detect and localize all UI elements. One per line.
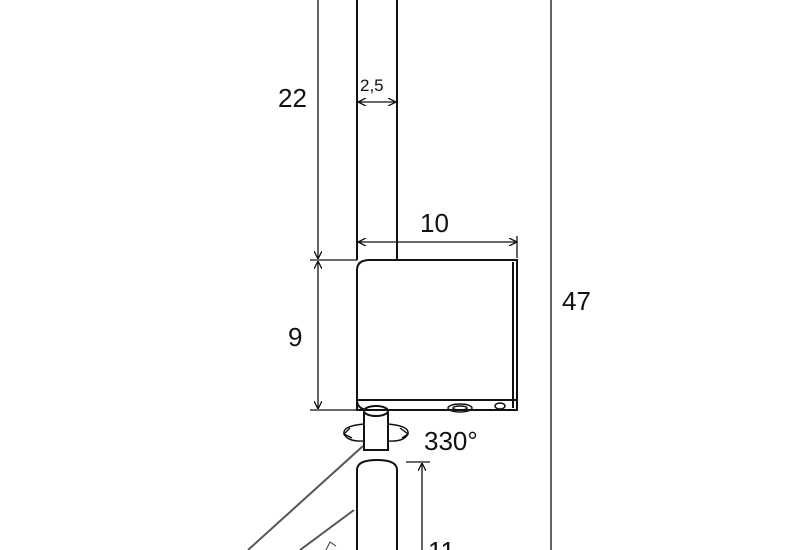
rotation-label: 330° — [424, 426, 478, 456]
head-width-dimension — [359, 236, 518, 258]
tilt-angle-marker — [325, 541, 337, 550]
tilted-rod-outline — [247, 445, 364, 550]
top-rod-length-dimension — [310, 0, 357, 261]
head-height-dimension — [310, 262, 357, 411]
top-rod — [356, 0, 398, 260]
rod-diameter-label: 2,5 — [360, 76, 384, 95]
swivel-joint — [363, 405, 389, 451]
head-height-label: 9 — [288, 322, 302, 352]
rotation-arrow-icon — [342, 423, 410, 442]
top-rod-length-label: 22 — [278, 83, 307, 113]
total-height-label: 47 — [562, 286, 591, 316]
head-width-label: 10 — [420, 208, 449, 238]
lower-rod-length-dimension — [406, 461, 430, 550]
lower-rod-length-label: 11 — [428, 536, 455, 550]
head-block — [356, 259, 518, 411]
lower-rod — [356, 458, 398, 550]
head-connector — [447, 402, 506, 413]
